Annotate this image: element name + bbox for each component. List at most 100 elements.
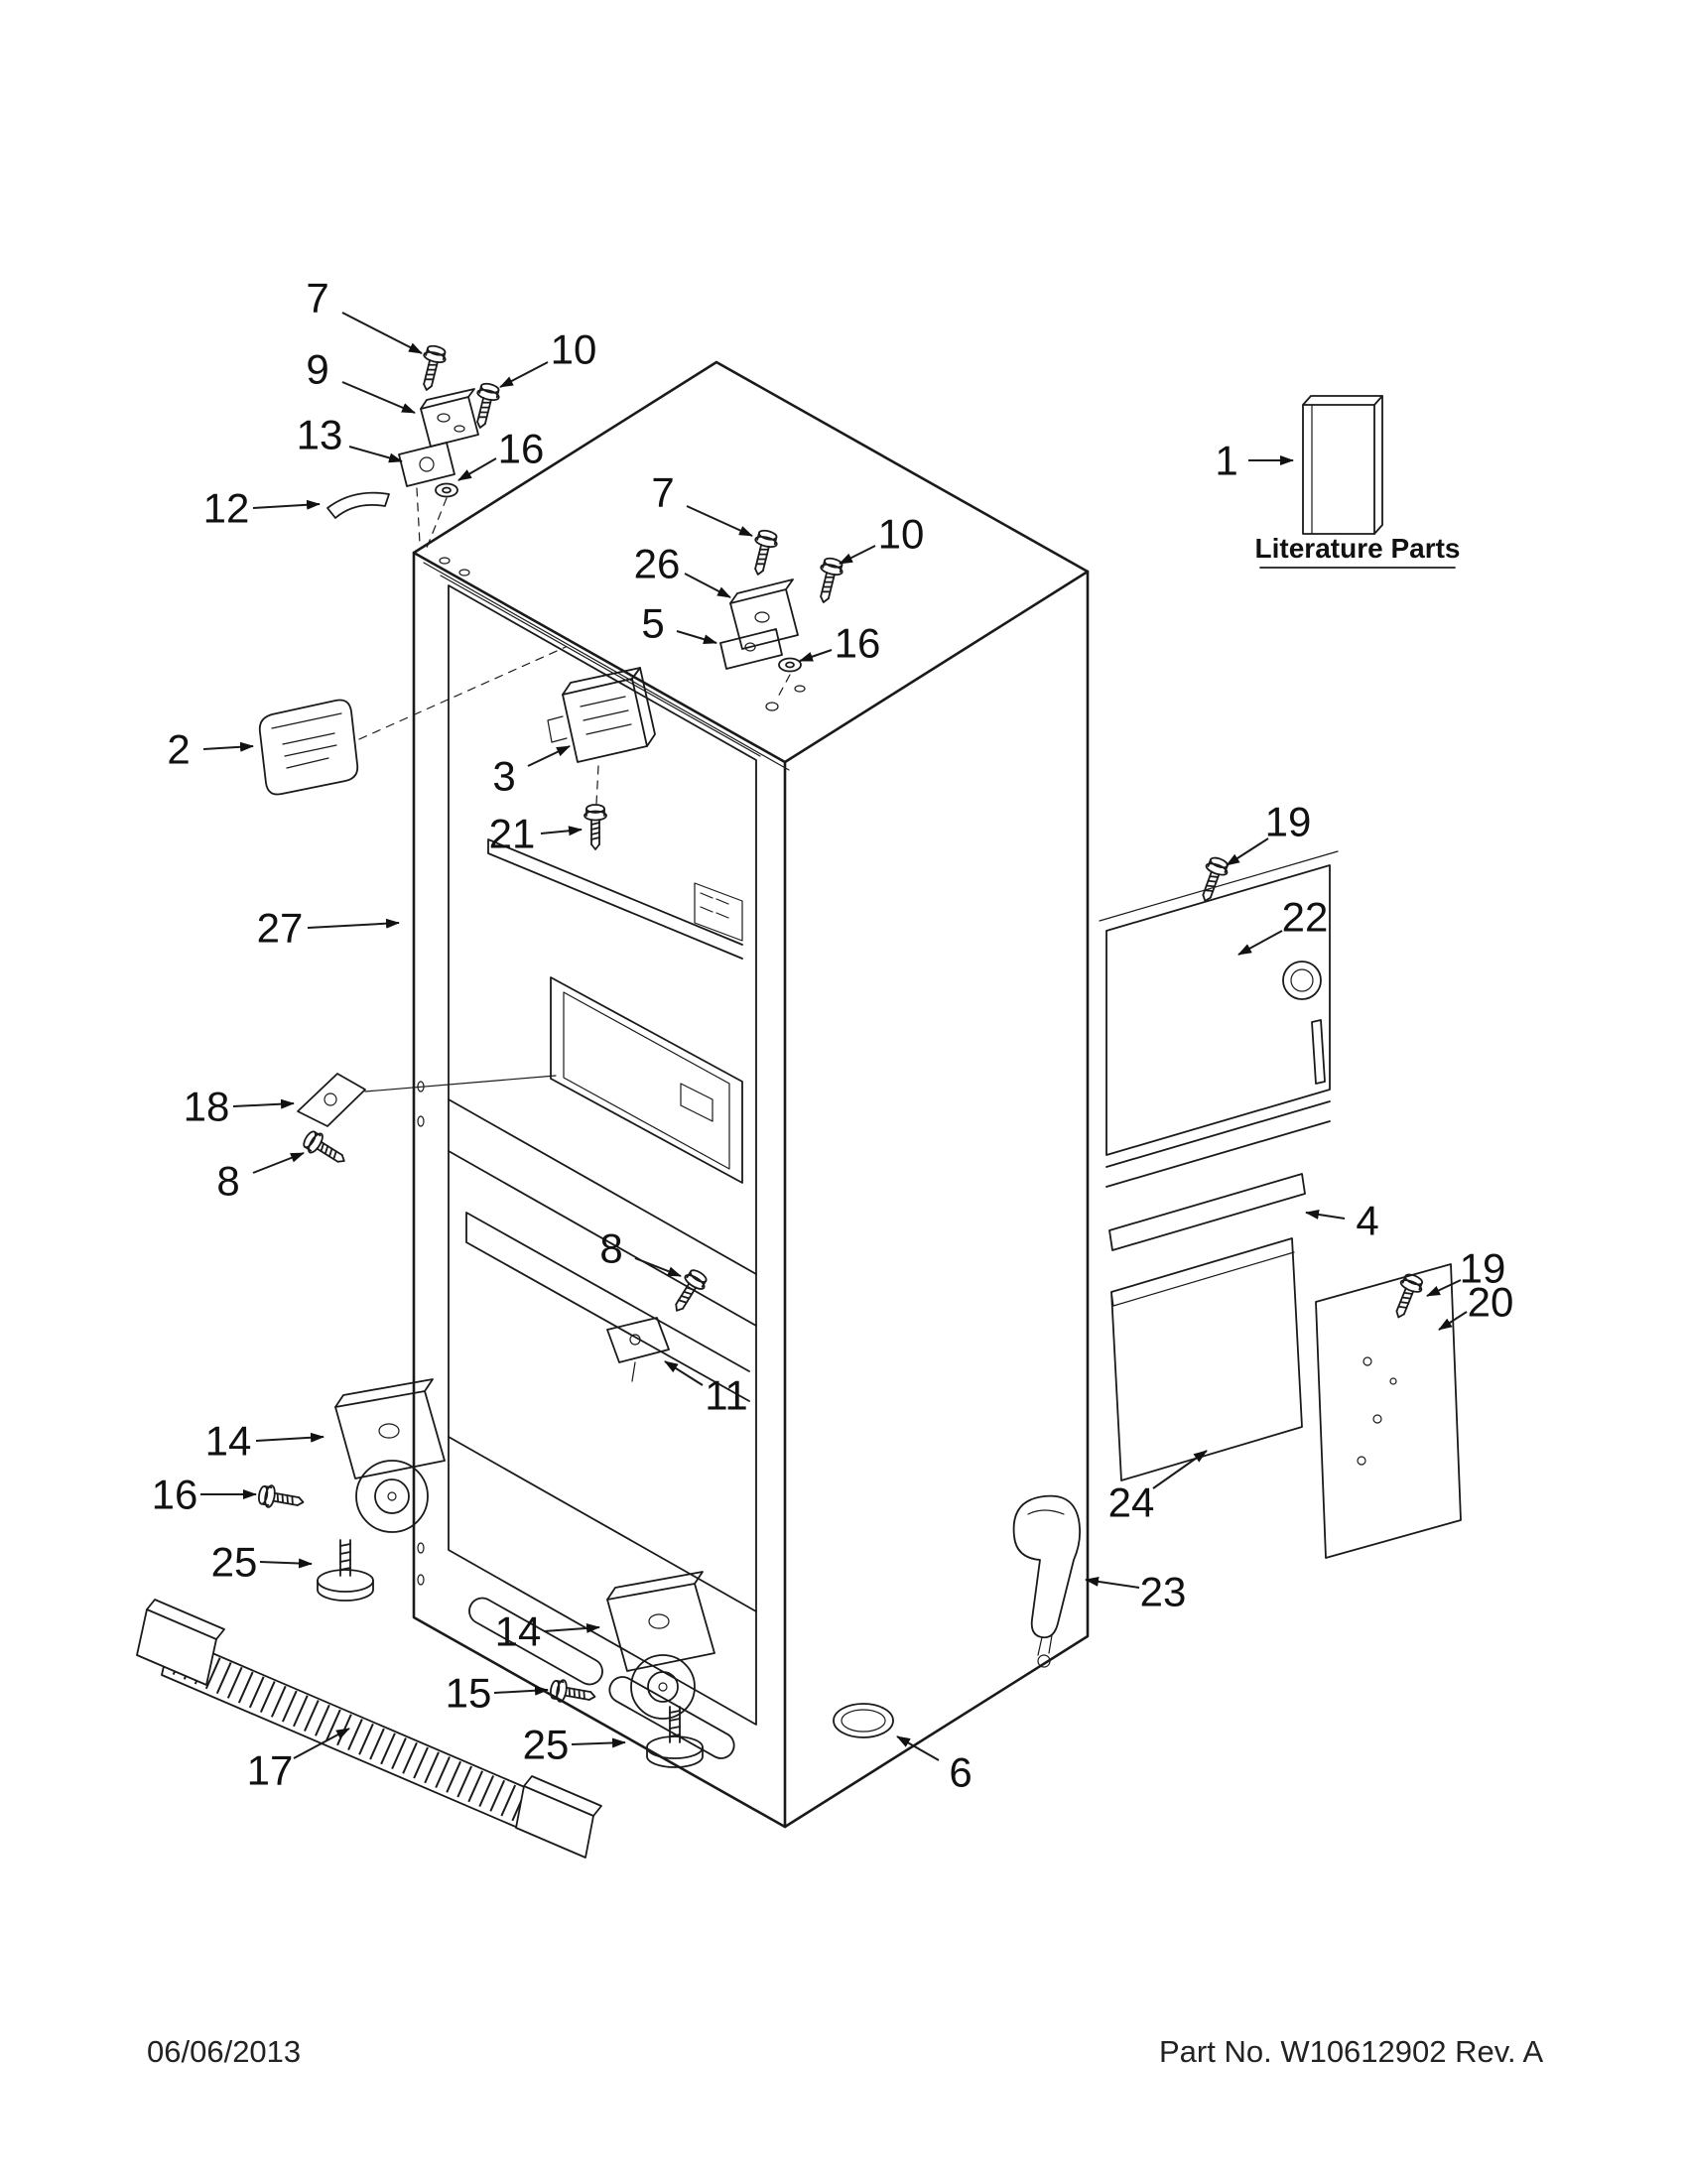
interior-mid-divider	[448, 1098, 757, 1327]
part-11-bracket	[606, 1317, 670, 1382]
callout-arrow-4	[1305, 1210, 1346, 1220]
callout-arrow-9	[341, 381, 416, 414]
callout-label-9: 9	[306, 346, 328, 393]
callout-arrow-5	[676, 630, 717, 645]
callout-label-8: 8	[599, 1225, 622, 1272]
callout-label-25: 25	[523, 1722, 570, 1768]
callout-label-18: 18	[184, 1084, 230, 1130]
literature-parts-label: Literature Parts	[1255, 533, 1461, 564]
callout-arrow-16	[457, 457, 497, 481]
callout-arrow-7	[686, 505, 753, 537]
callout-arrow-16	[799, 649, 833, 662]
callout-label-19: 19	[1460, 1245, 1506, 1292]
callout-arrow-22	[1237, 930, 1283, 956]
cabinet-front-opening	[417, 575, 761, 1726]
part-12-shim	[326, 491, 390, 519]
top-center-hinge-parts	[719, 527, 846, 711]
callout-label-1: 1	[1215, 438, 1237, 484]
callout-arrow-20	[1438, 1311, 1468, 1331]
part-1-literature-book	[1302, 395, 1383, 535]
bottom-front-rail-slots	[468, 1597, 735, 1759]
callout-label-16: 16	[835, 620, 881, 667]
callout-label-15: 15	[446, 1670, 492, 1717]
interior-upper-liner	[487, 838, 743, 1184]
callout-arrow-17	[293, 1728, 350, 1759]
callout-label-21: 21	[489, 811, 536, 857]
part-24-panel	[1110, 1237, 1303, 1481]
callout-label-24: 24	[1108, 1479, 1155, 1526]
callout-arrow-14	[543, 1622, 600, 1633]
callout-label-7: 7	[306, 275, 328, 321]
callout-arrow-12	[252, 499, 321, 510]
part-3-damper	[547, 667, 656, 805]
footer-date: 06/06/2013	[147, 2034, 301, 2069]
top-left-hinge-parts	[326, 342, 503, 577]
callout-label-16: 16	[498, 426, 545, 472]
part-14-roller-left	[334, 1378, 446, 1533]
freezer-rails	[448, 1212, 757, 1612]
callout-arrow-3	[527, 745, 571, 767]
callout-arrow-7	[341, 312, 423, 354]
washer-16-center	[778, 657, 802, 673]
callout-arrow-2	[202, 741, 254, 752]
callout-label-13: 13	[297, 412, 343, 458]
callout-arrow-25	[571, 1737, 626, 1748]
callout-arrow-26	[684, 573, 731, 598]
callout-label-22: 22	[1282, 894, 1329, 941]
part-17-base-grille	[136, 1599, 602, 1859]
callout-arrow-25	[259, 1558, 313, 1569]
callout-label-19: 19	[1265, 799, 1312, 845]
part-2-control	[258, 646, 567, 796]
callout-arrow-15	[493, 1685, 549, 1696]
callout-arrow-19	[1426, 1279, 1462, 1297]
cabinet-outline	[412, 360, 1090, 1829]
part-4-strip	[1108, 1173, 1306, 1251]
part-26-hinge	[729, 588, 799, 650]
callout-label-5: 5	[641, 600, 664, 647]
part-20-panel	[1315, 1263, 1462, 1559]
footer-part-number: Part No. W10612902 Rev. A	[1159, 2034, 1543, 2069]
screw-7-left	[415, 342, 450, 394]
washer-16-left	[435, 482, 458, 498]
callout-label-6: 6	[949, 1749, 972, 1796]
callout-label-14: 14	[205, 1418, 252, 1465]
screw-16-roller	[256, 1482, 307, 1514]
callout-label-10: 10	[878, 511, 925, 558]
part-18-bracket	[297, 1073, 557, 1127]
callout-arrow-27	[307, 918, 400, 929]
callout-arrow-18	[232, 1098, 295, 1109]
callout-label-23: 23	[1140, 1569, 1187, 1615]
part-25-foot-left	[317, 1539, 374, 1602]
callout-label-10: 10	[551, 326, 597, 373]
callout-arrow-6	[896, 1735, 940, 1761]
callout-label-11: 11	[705, 1372, 748, 1419]
part-22-condenser-grille	[1099, 850, 1339, 1188]
callout-arrow-10	[499, 361, 549, 388]
part-6-ring	[833, 1703, 894, 1738]
screw-21	[584, 804, 607, 850]
callout-label-20: 20	[1468, 1279, 1514, 1326]
callout-label-2: 2	[167, 726, 190, 773]
callout-arrow-10	[839, 545, 876, 565]
callout-arrow-21	[540, 826, 583, 836]
callout-label-17: 17	[247, 1747, 294, 1794]
callout-label-12: 12	[203, 485, 250, 532]
part-14-roller-center	[606, 1571, 715, 1720]
callout-arrow-23	[1085, 1576, 1140, 1589]
callout-label-14: 14	[495, 1608, 542, 1655]
callout-arrow-8	[252, 1152, 305, 1174]
callout-label-25: 25	[211, 1539, 258, 1586]
callout-arrow-24	[1152, 1450, 1208, 1489]
part-5-plate	[719, 628, 783, 670]
callout-label-26: 26	[634, 541, 681, 587]
callout-label-27: 27	[257, 905, 304, 952]
callout-label-3: 3	[492, 753, 515, 800]
callout-arrow-13	[348, 446, 403, 463]
callout-label-16: 16	[152, 1472, 198, 1518]
screw-15	[548, 1677, 598, 1709]
callout-arrow-11	[664, 1360, 704, 1386]
callout-label-4: 4	[1356, 1198, 1378, 1244]
part-23-leveler	[1012, 1494, 1082, 1668]
